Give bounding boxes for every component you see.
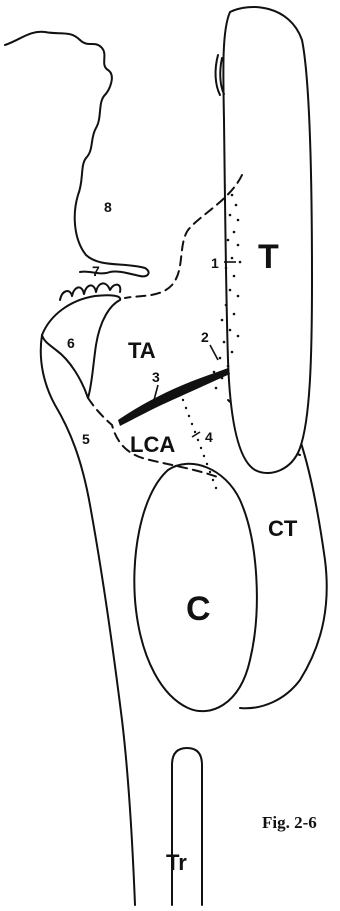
label-n3: 3 [152,369,160,385]
trachea-outline [172,748,202,905]
label-CT: CT [268,516,298,541]
region-6-outline [42,295,120,398]
label-n6: 6 [67,335,75,351]
leader-4 [192,432,200,437]
leader-2 [210,345,218,360]
epiglottis-tip [80,271,140,276]
label-n1: 1 [211,255,219,271]
vocal-process-band [118,368,230,426]
label-n7: 7 [92,263,100,279]
label-n8: 8 [104,199,112,215]
label-Tr: Tr [166,850,187,875]
label-C: C [186,590,211,628]
label-n5: 5 [82,431,90,447]
label-T: T [258,238,279,276]
figure-caption: Fig. 2-6 [262,813,317,832]
label-n2: 2 [201,329,209,345]
label-LCA: LCA [130,432,175,457]
cricoid-outline [134,464,257,711]
label-n4: 4 [205,429,213,445]
label-TA: TA [128,338,156,363]
epiglottis-outline [5,32,149,277]
